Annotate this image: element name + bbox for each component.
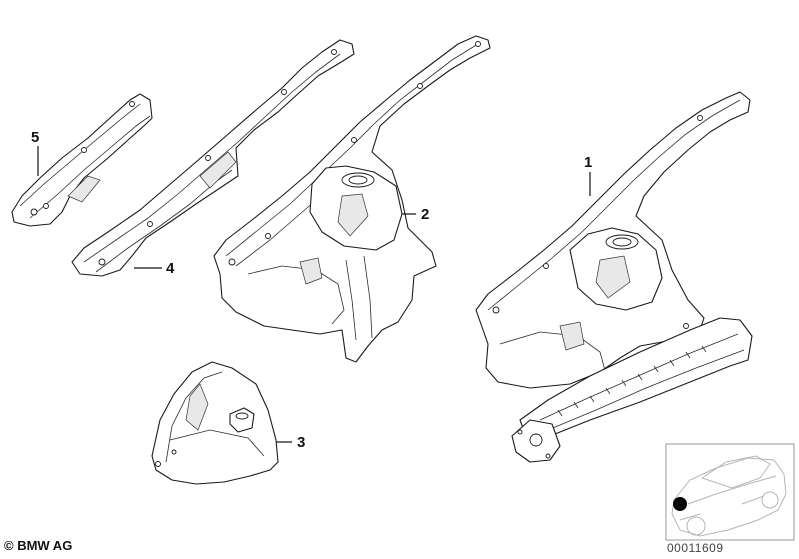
part-1-front-section-assembly[interactable] [475,91,753,463]
part-3-wheelhouse-panel[interactable] [151,361,279,485]
part-4-engine-carrier[interactable] [71,39,355,277]
location-marker [673,497,687,511]
callout-4: 4 [166,260,175,277]
catalog-number: 00011609 [667,541,724,555]
part-2-wheelhouse-assembly[interactable] [213,35,491,363]
inset-frame [665,443,795,541]
car-location-icon [671,455,787,537]
callout-5: 5 [31,129,39,146]
leader-lines [37,146,591,443]
callout-1: 1 [584,154,592,171]
callout-3: 3 [297,434,305,451]
copyright-label: © BMW AG [4,538,73,553]
part-5-engine-carrier[interactable] [11,93,153,227]
callout-2: 2 [421,206,429,223]
inset-car-location [665,443,795,541]
